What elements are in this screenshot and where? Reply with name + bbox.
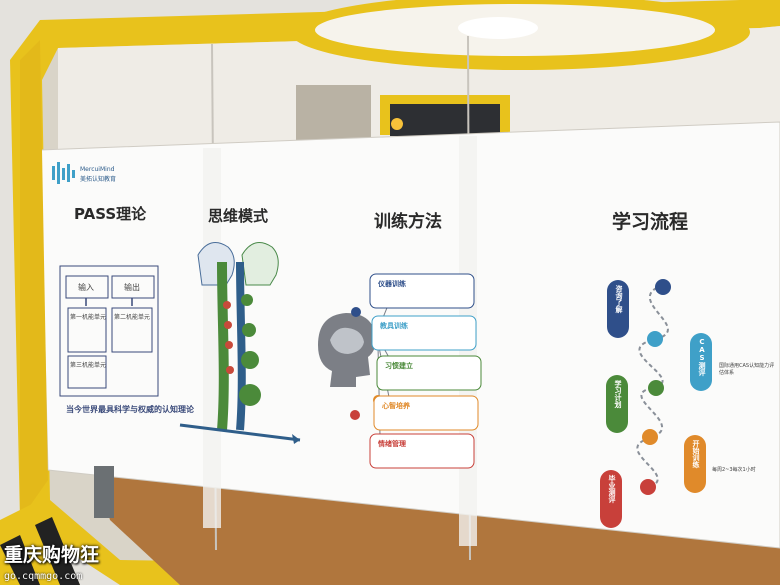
pass-caption: 当今世界最具科学与权威的认知理论 (66, 405, 194, 414)
watermark-url: go.cqmmgo.com (4, 571, 83, 582)
learning-step-1: 咨询了解 (615, 285, 623, 313)
learning-step-3: 学习计划 (614, 380, 622, 408)
training-step-4: 心智培养 (382, 402, 410, 410)
training-step-1: 仪器训练 (378, 280, 406, 288)
training-step-2: 教具训练 (380, 322, 408, 330)
pass-label-unit1: 第一机能单元 (70, 314, 107, 321)
training-title: 训练方法 (374, 212, 442, 232)
training-step-3: 习惯建立 (385, 362, 413, 370)
brand-name-cn: 美拓认知教育 (80, 176, 117, 183)
training-step-5: 情绪管理 (378, 440, 406, 448)
learning-note-cas: 国际通用CAS认知能力评估体系 (719, 363, 775, 376)
pass-label-input: 输入 (78, 283, 94, 292)
learning-title: 学习流程 (612, 211, 689, 233)
thinking-title: 思维模式 (208, 207, 269, 225)
thinking-diagram (179, 242, 301, 444)
learning-flow-diagram (600, 279, 712, 528)
learning-step-5: 毕业测评 (608, 475, 616, 503)
brand-name-en: MercuiMind (80, 166, 115, 173)
training-diagram (318, 273, 482, 469)
watermark-title: 重庆购物狂 (4, 544, 100, 566)
pass-label-output: 输出 (124, 283, 140, 292)
pass-label-unit3: 第三机能单元 (70, 362, 107, 369)
pass-label-unit2: 第二机能单元 (114, 314, 151, 321)
brand-logo-icon (52, 162, 75, 184)
learning-note-schedule: 每周2~3每次1小时 (712, 467, 756, 473)
pass-title: PASS理论 (74, 205, 147, 223)
learning-step-4: 开始训练 (692, 440, 700, 468)
learning-step-2: CAS测评 (698, 338, 706, 376)
pass-diagram (59, 265, 159, 397)
